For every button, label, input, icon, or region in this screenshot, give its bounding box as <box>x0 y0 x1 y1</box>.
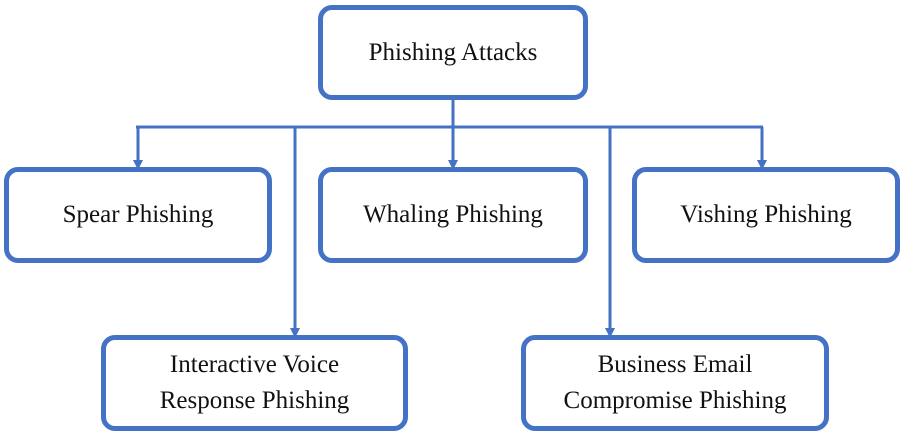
node-label-whaling-phishing: Whaling Phishing <box>363 201 543 228</box>
root-node-label: Phishing Attacks <box>368 38 538 66</box>
node-label-spear-phishing: Spear Phishing <box>62 201 214 228</box>
node-business-email-compromise-phishing: Business Email Compromise Phishing <box>521 335 829 431</box>
node-vishing-phishing: Vishing Phishing <box>632 167 900 263</box>
root-node-phishing-attacks: Phishing Attacks <box>318 5 588 100</box>
node-interactive-voice-response-phishing: Interactive Voice Response Phishing <box>101 335 408 431</box>
node-label-vishing-phishing: Vishing Phishing <box>680 201 852 228</box>
node-label-ivr-phishing: Interactive Voice Response Phishing <box>159 351 350 414</box>
node-spear-phishing: Spear Phishing <box>4 167 272 263</box>
node-label-bec-phishing: Business Email Compromise Phishing <box>563 351 787 414</box>
node-whaling-phishing: Whaling Phishing <box>318 167 588 263</box>
